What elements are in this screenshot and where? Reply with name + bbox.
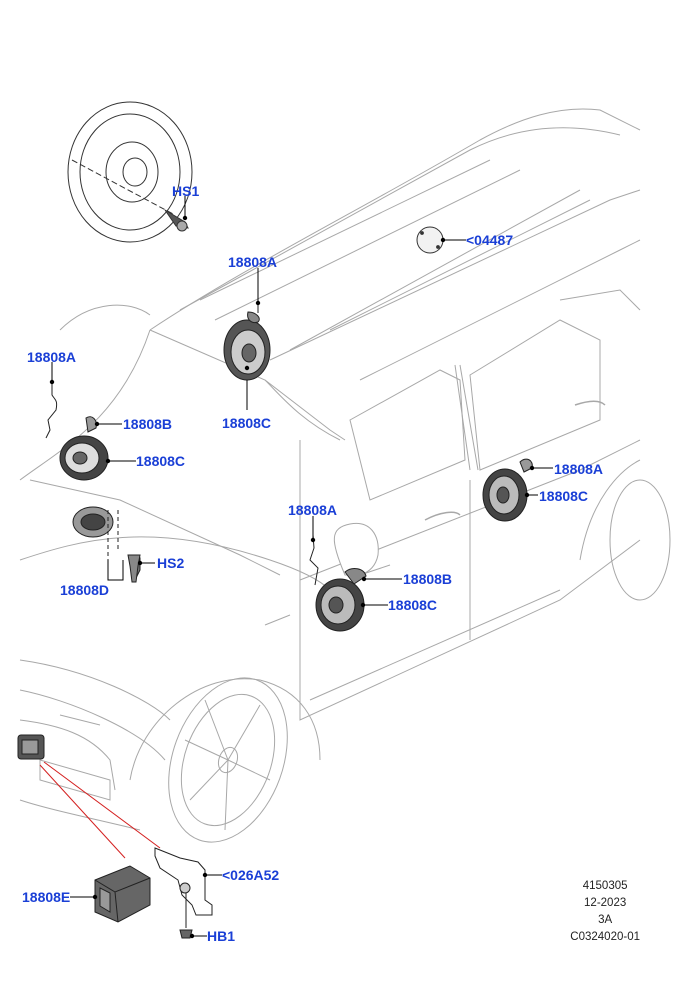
callout-18808a-mirror[interactable]: 18808A [288, 502, 337, 518]
roof-speaker[interactable] [223, 302, 271, 400]
callout-18808a-rear[interactable]: 18808A [554, 461, 603, 477]
info-line-2: 12-2023 [584, 897, 627, 909]
info-line-1: 4150305 [582, 880, 628, 892]
module-18808e[interactable] [94, 865, 151, 923]
info-line-3: 3A [598, 914, 613, 926]
vehicle-outline [19, 108, 671, 843]
callout-18808e[interactable]: 18808E [22, 889, 70, 905]
callout-hs2[interactable]: HS2 [157, 555, 184, 571]
callout-18808c-roof[interactable]: 18808C [222, 415, 271, 431]
speaker-hs1[interactable] [67, 101, 193, 243]
callout-hs1[interactable]: HS1 [172, 183, 199, 199]
leader-dots [49, 215, 535, 939]
mirror-speaker[interactable] [309, 534, 367, 632]
part-04487[interactable] [416, 226, 444, 254]
bracket-026a52[interactable] [154, 847, 213, 939]
callout-18808d[interactable]: 18808D [60, 582, 109, 598]
callout-18808a-roof[interactable]: 18808A [228, 254, 277, 270]
leader-lines [51, 196, 553, 937]
bolt-hs2[interactable] [127, 554, 141, 583]
callout-18808c-door[interactable]: 18808C [388, 597, 437, 613]
front-module-in-vehicle[interactable] [17, 734, 45, 760]
rear-speaker[interactable] [482, 458, 533, 522]
callout-18808b-mirror[interactable]: 18808B [403, 571, 452, 587]
callout-labels: HS1 <04487 18808A 18808C 18808A 18808B 1… [22, 183, 603, 944]
callout-04487[interactable]: <04487 [466, 232, 513, 248]
callout-18808c-left[interactable]: 18808C [136, 453, 185, 469]
callout-hb1[interactable]: HB1 [207, 928, 235, 944]
callout-18808a-left[interactable]: 18808A [27, 349, 76, 365]
info-line-4: C0324020-01 [570, 931, 640, 943]
callout-18808b-left[interactable]: 18808B [123, 416, 172, 432]
callout-18808c-rear[interactable]: 18808C [539, 488, 588, 504]
callout-026a52[interactable]: <026A52 [222, 867, 279, 883]
highlight-lines [39, 761, 161, 859]
diagram-info: 4150305 12-2023 3A C0324020-01 [570, 878, 640, 946]
left-speaker[interactable] [45, 380, 109, 481]
